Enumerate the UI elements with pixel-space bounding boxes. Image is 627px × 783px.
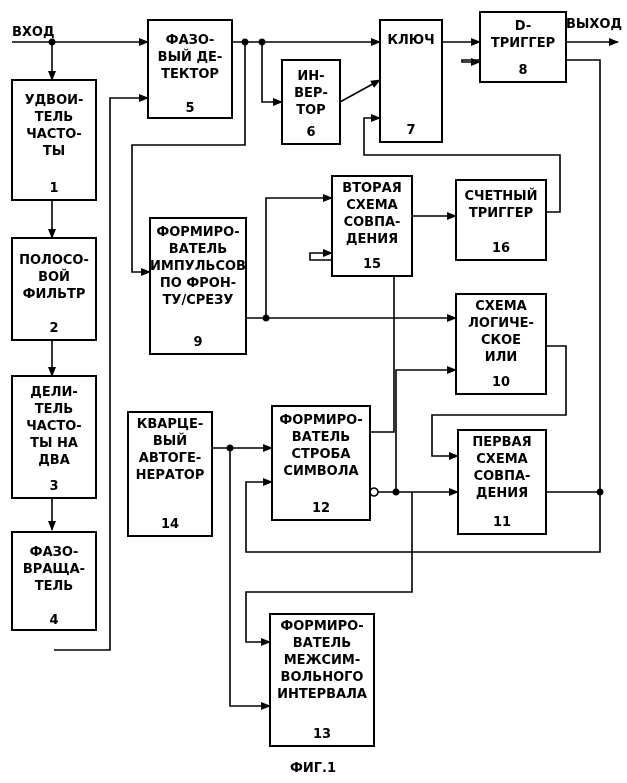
b11-label-line: СОВПА- bbox=[474, 469, 531, 484]
b6-label-line: ТОР bbox=[296, 103, 325, 118]
b14-label-line: АВТОГЕ- bbox=[139, 451, 201, 466]
b3-label-line: ЧАСТО- bbox=[26, 419, 81, 434]
b4-number: 4 bbox=[49, 613, 58, 628]
b10-label-line: СКОЕ bbox=[481, 333, 521, 348]
b2-label-line: ВОЙ bbox=[38, 269, 70, 285]
b13-label-line: ИНТЕРВАЛА bbox=[277, 687, 367, 702]
b5-label-line: ВЫЙ ДЕ- bbox=[158, 49, 223, 65]
wire-b12-b10 bbox=[396, 370, 456, 492]
wire-b14-b13 bbox=[230, 448, 270, 706]
b15-label-line: ВТОРАЯ bbox=[342, 181, 401, 196]
b14-label-line: НЕРАТОР bbox=[136, 468, 205, 483]
block-6-inverter: ИН- ВЕР- ТОР 6 bbox=[282, 60, 340, 144]
b1-label-line: ТЕЛЬ bbox=[35, 110, 73, 125]
b6-label-line: ИН- bbox=[297, 69, 324, 84]
block-4-phase-shifter: ФАЗО- ВРАЩА- ТЕЛЬ 4 bbox=[12, 532, 96, 630]
b1-label-line: УДВОИ- bbox=[25, 93, 84, 108]
b6-number: 6 bbox=[306, 125, 315, 140]
b4-label-line: ВРАЩА- bbox=[23, 562, 85, 577]
b16-number: 16 bbox=[492, 241, 510, 256]
block-14-quartz-oscillator: КВАРЦЕ-ВЫЙ АВТОГЕ- НЕРАТОР 14 bbox=[128, 412, 212, 536]
block-7-switch: КЛЮЧ 7 bbox=[380, 20, 442, 142]
b9-label-line: ФОРМИРО- bbox=[156, 225, 239, 240]
b5-number: 5 bbox=[185, 101, 194, 116]
b8-label-line: ТРИГГЕР bbox=[491, 36, 555, 51]
block-1-frequency-doubler: УДВОИ- ТЕЛЬ ЧАСТО- ТЫ 1 bbox=[12, 80, 96, 200]
b3-number: 3 bbox=[49, 479, 58, 494]
b8-number: 8 bbox=[518, 63, 527, 78]
wire-b9-b15 bbox=[266, 198, 332, 318]
b13-label-line: ФОРМИРО- bbox=[280, 619, 363, 634]
block-8-d-trigger: D- ТРИГГЕР 8 bbox=[480, 12, 566, 82]
b9-label-line: ИМПУЛЬСОВ bbox=[150, 259, 246, 274]
b14-label-line: ВЫЙ bbox=[153, 433, 187, 449]
b3-label-line: ДВА bbox=[38, 453, 70, 468]
b6-label-line: ВЕР- bbox=[294, 86, 328, 101]
block-15-second-coincidence: ВТОРАЯ СХЕМА СОВПА- ДЕНИЯ 15 bbox=[332, 176, 412, 276]
b9-label-line: ВАТЕЛЬ bbox=[169, 242, 227, 257]
b13-label-line: МЕЖСИМ- bbox=[284, 653, 360, 668]
wire-b11-b8 bbox=[462, 60, 600, 492]
b10-label-line: ЛОГИЧЕ- bbox=[468, 316, 534, 331]
b13-label-line: ВОЛЬНОГО bbox=[281, 670, 364, 685]
wire-b6-b7 bbox=[340, 80, 380, 102]
input-label: ВХОД bbox=[12, 25, 55, 40]
b16-label-line: ТРИГГЕР bbox=[469, 206, 533, 221]
b14-label-line: КВАРЦЕ- bbox=[137, 417, 203, 432]
b15-label-line: СХЕМА bbox=[346, 198, 397, 213]
b2-number: 2 bbox=[49, 321, 58, 336]
block-10-logic-or: СХЕМА ЛОГИЧЕ- СКОЕ ИЛИ 10 bbox=[456, 294, 546, 394]
block-11-first-coincidence: ПЕРВАЯ СХЕМА СОВПА- ДЕНИЯ 11 bbox=[458, 430, 546, 534]
b12-number: 12 bbox=[312, 501, 330, 516]
b3-label-line: ТЕЛЬ bbox=[35, 402, 73, 417]
b11-number: 11 bbox=[493, 515, 511, 530]
b9-label-line: ПО ФРОН- bbox=[160, 276, 236, 291]
b15-label-line: СОВПА- bbox=[344, 215, 401, 230]
b11-label-line: СХЕМА bbox=[476, 452, 527, 467]
b1-label-line: ТЫ bbox=[43, 144, 65, 159]
b16-label-line: СЧЕТНЫЙ bbox=[464, 188, 537, 204]
figure-caption: ФИГ.1 bbox=[290, 761, 336, 776]
block-5-phase-detector: ФАЗО-ВЫЙ ДЕ- ТЕКТОР 5 bbox=[148, 20, 232, 118]
b11-label-line: ДЕНИЯ bbox=[476, 486, 528, 501]
b15-number: 15 bbox=[363, 257, 381, 272]
block-3-frequency-divider: ДЕЛИ- ТЕЛЬ ЧАСТО- ТЫ НА ДВА 3 bbox=[12, 376, 96, 498]
b13-label-line: ВАТЕЛЬ bbox=[293, 636, 351, 651]
block-16-counting-trigger: СЧЕТНЫЙ ТРИГГЕР 16 bbox=[456, 180, 546, 260]
block-12-symbol-strobe-former: ФОРМИРО- ВАТЕЛЬ СТРОБА СИМВОЛА 12 bbox=[272, 406, 370, 520]
b14-number: 14 bbox=[161, 517, 179, 532]
b10-label-line: ИЛИ bbox=[485, 350, 518, 365]
block-13-intersymbol-interval-former: ФОРМИРО- ВАТЕЛЬ МЕЖСИМ- ВОЛЬНОГО ИНТЕРВАЛА 13 bbox=[270, 614, 374, 746]
b12-label-line: СТРОБА bbox=[292, 447, 351, 462]
b7-label-line: КЛЮЧ bbox=[387, 33, 434, 48]
b15-label-line: ДЕНИЯ bbox=[346, 232, 398, 247]
b3-label-line: ТЫ НА bbox=[30, 436, 78, 451]
b12-label-line: ФОРМИРО- bbox=[279, 413, 362, 428]
b12-label-line: ВАТЕЛЬ bbox=[292, 430, 350, 445]
b8-label-line: D- bbox=[515, 19, 531, 34]
block-9-pulse-former: ФОРМИРО- ВАТЕЛЬ ИМПУЛЬСОВ ПО ФРОН- ТУ/СРЕЗУ 9 bbox=[150, 218, 246, 354]
b4-label-line: ТЕЛЬ bbox=[35, 579, 73, 594]
b9-label-line: ТУ/СРЕЗУ bbox=[163, 293, 234, 308]
b10-label-line: СХЕМА bbox=[475, 299, 526, 314]
b11-label-line: ПЕРВАЯ bbox=[472, 435, 531, 450]
b10-number: 10 bbox=[492, 375, 510, 390]
inverted-output-mark bbox=[370, 488, 378, 496]
block-2-bandpass-filter: ПОЛОСО-ВОЙ ФИЛЬТР 2 bbox=[12, 238, 96, 340]
b9-number: 9 bbox=[193, 335, 202, 350]
b5-label-line: ФАЗО- bbox=[166, 33, 215, 48]
b1-label-line: ЧАСТО- bbox=[26, 127, 81, 142]
b1-number: 1 bbox=[49, 181, 58, 196]
b5-label-line: ТЕКТОР bbox=[161, 67, 219, 82]
b2-label-line: ФИЛЬТР bbox=[23, 287, 86, 302]
b7-number: 7 bbox=[406, 123, 415, 138]
output-label: ВЫХОД bbox=[566, 17, 622, 32]
b2-label-line: ПОЛОСО- bbox=[19, 253, 89, 268]
wire-b5-b6 bbox=[262, 42, 282, 102]
b3-label-line: ДЕЛИ- bbox=[30, 385, 78, 400]
b13-number: 13 bbox=[313, 727, 331, 742]
b4-label-line: ФАЗО- bbox=[30, 545, 79, 560]
b12-label-line: СИМВОЛА bbox=[283, 464, 358, 479]
